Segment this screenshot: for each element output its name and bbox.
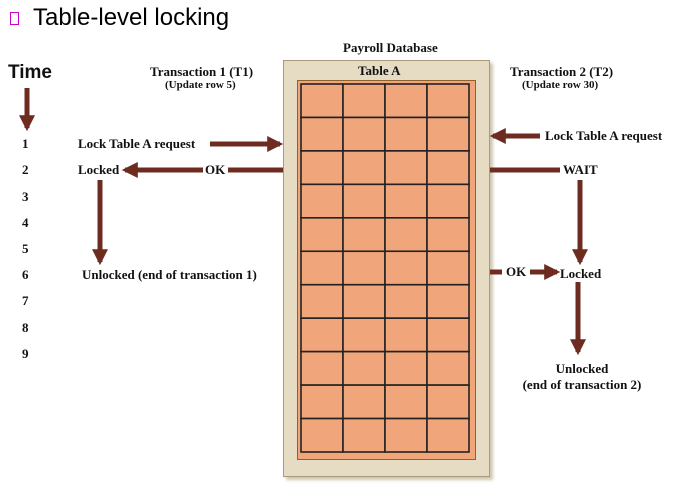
table-cell — [342, 150, 386, 186]
time-tick-4: 4 — [22, 215, 29, 230]
table-cell — [426, 183, 470, 219]
t1-subtitle: (Update row 5) — [165, 79, 236, 91]
time-tick-7: 7 — [22, 293, 29, 308]
table-cell — [384, 283, 428, 319]
t2-subtitle: (Update row 30) — [522, 79, 599, 91]
table-cell — [426, 250, 470, 286]
time-tick-8: 8 — [22, 320, 29, 335]
table-cell — [342, 250, 386, 286]
t1-unlocked-label: Unlocked (end of transaction 1) — [82, 267, 257, 282]
time-tick-1: 1 — [22, 136, 29, 151]
time-axis-title: Time — [8, 62, 53, 83]
table-cell — [384, 317, 428, 353]
table-cell — [300, 183, 344, 219]
table-cell — [342, 283, 386, 319]
time-tick-3: 3 — [22, 189, 29, 204]
table-cell — [300, 83, 344, 119]
time-tick-9: 9 — [22, 346, 29, 361]
t1-request-label: Lock Table A request — [78, 136, 196, 151]
t2-unlocked-line1: Unlocked — [555, 361, 609, 376]
table-cell — [300, 250, 344, 286]
table-cell — [426, 283, 470, 319]
table-cell — [300, 350, 344, 386]
t1-title: Transaction 1 (T1) — [150, 64, 254, 79]
table-cell — [426, 83, 470, 119]
slide-title: Table-level locking — [10, 4, 229, 32]
table-cell — [300, 384, 344, 420]
table-cell — [342, 384, 386, 420]
t2-ok-label: OK — [506, 264, 527, 279]
table-cell — [384, 116, 428, 152]
t1-locked-label: Locked — [78, 162, 120, 177]
t2-unlocked-label: Unlocked (end of transaction 2) — [512, 361, 652, 393]
table-cell — [342, 183, 386, 219]
table-cell — [426, 317, 470, 353]
t1-ok-label: OK — [205, 162, 226, 177]
table-cell — [384, 183, 428, 219]
table-cell — [300, 217, 344, 253]
table-cell — [342, 317, 386, 353]
table-cell — [426, 217, 470, 253]
t2-unlocked-line2: (end of transaction 2) — [522, 377, 642, 392]
table-cell — [384, 350, 428, 386]
table-cell — [342, 417, 386, 453]
table-cell — [384, 217, 428, 253]
t2-wait-label: WAIT — [563, 162, 598, 177]
time-tick-6: 6 — [22, 267, 29, 282]
slide-title-text: Table-level locking — [33, 4, 230, 31]
table-cell — [300, 283, 344, 319]
time-tick-5: 5 — [22, 241, 29, 256]
table-cell — [300, 417, 344, 453]
time-tick-2: 2 — [22, 162, 29, 177]
table-cell — [300, 116, 344, 152]
table-cell — [426, 350, 470, 386]
table-cell — [426, 150, 470, 186]
table-cell — [342, 116, 386, 152]
t2-locked-label: Locked — [560, 266, 602, 281]
table-cell — [384, 250, 428, 286]
table-cell — [300, 150, 344, 186]
bullet-icon — [10, 11, 19, 25]
table-cell — [342, 217, 386, 253]
table-a-title: Table A — [358, 63, 401, 78]
t2-request-label: Lock Table A request — [545, 128, 663, 143]
table-cell — [384, 150, 428, 186]
table-cell — [384, 83, 428, 119]
table-cell — [426, 116, 470, 152]
table-cell — [300, 317, 344, 353]
table-a-grid — [300, 83, 470, 453]
table-cell — [426, 384, 470, 420]
table-cell — [384, 417, 428, 453]
table-cell — [384, 384, 428, 420]
table-cell — [426, 417, 470, 453]
database-title: Payroll Database — [343, 40, 438, 55]
t2-title: Transaction 2 (T2) — [510, 64, 614, 79]
table-cell — [342, 83, 386, 119]
table-cell — [342, 350, 386, 386]
